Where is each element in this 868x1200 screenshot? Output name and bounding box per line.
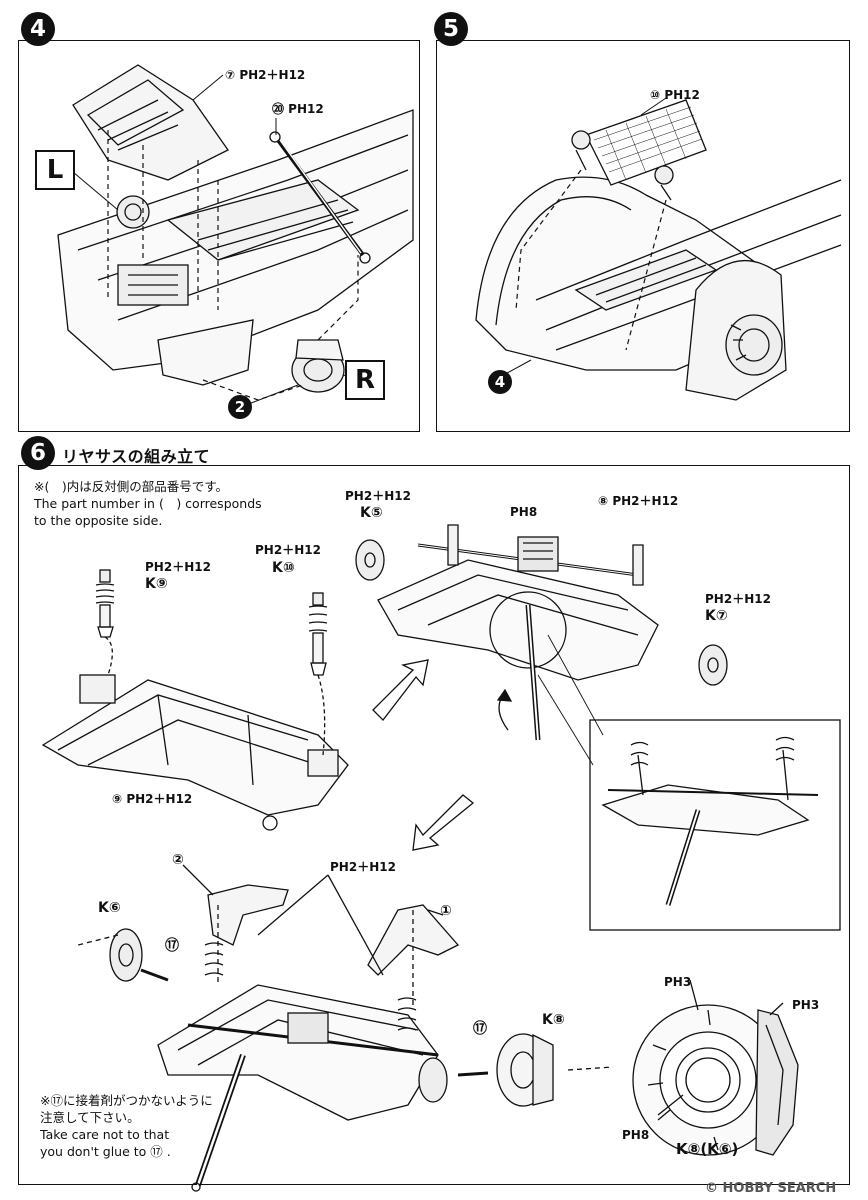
k7-parts-label: PH2＋H12	[705, 592, 771, 606]
callout-part-8: ⑧ PH2＋H12	[598, 494, 679, 508]
callout-part-2: ②	[172, 852, 184, 868]
right-side-label: R	[345, 360, 385, 400]
arms-parts-label: PH2＋H12	[330, 860, 396, 874]
k9-label: K⑨	[145, 576, 168, 592]
ph3-label-b: PH3	[792, 998, 820, 1012]
k7-label: K⑦	[705, 608, 728, 624]
step-5-badge: 5	[434, 12, 468, 46]
watermark: © HOBBY SEARCH	[705, 1181, 837, 1196]
k10-label: K⑩	[272, 560, 295, 576]
ph8-top-label: PH8	[510, 505, 538, 519]
callout-part-70: ⑩ PH12	[650, 88, 700, 102]
callout-part-7: ⑦ PH2＋H12	[225, 68, 306, 82]
callout-part-17-right: ⑰	[473, 1021, 487, 1037]
k6-label: K⑥	[98, 900, 121, 916]
step-6-badge: 6	[21, 436, 55, 470]
step-6-illustration	[41, 524, 841, 1192]
k8-label: K⑧	[542, 1012, 565, 1028]
k5-label: K⑤	[360, 505, 383, 521]
k8-k6-label: K⑧(K⑥)	[676, 1140, 739, 1158]
k9-parts-label: PH2＋H12	[145, 560, 211, 574]
step-4-badge: 4	[21, 12, 55, 46]
ph3-label-a: PH3	[664, 975, 692, 989]
callout-part-17-left: ⑰	[165, 938, 179, 954]
glue-warning-note: ※⑰に接着剤がつかないように 注意して下さい。 Take care not to…	[40, 1093, 213, 1159]
callout-part-1: ①	[440, 903, 452, 919]
k5-parts-label: PH2＋H12	[345, 489, 411, 503]
step-6-title: リヤサスの組み立て	[62, 447, 211, 466]
callout-part-20: ⑳ PH12	[272, 102, 324, 116]
k10-parts-label: PH2＋H12	[255, 543, 321, 557]
opposite-side-note: ※( )内は反対側の部品番号です。 The part number in ( )…	[34, 479, 262, 528]
ph8-bottom-label: PH8	[622, 1128, 650, 1142]
step-5-illustration	[475, 97, 842, 401]
ref-step-2-badge: 2	[228, 395, 252, 419]
ref-step-4-badge: 4	[488, 370, 512, 394]
step-4-illustration	[57, 64, 414, 406]
callout-part-9: ⑨ PH2＋H12	[112, 792, 193, 806]
left-side-label: L	[35, 150, 75, 190]
